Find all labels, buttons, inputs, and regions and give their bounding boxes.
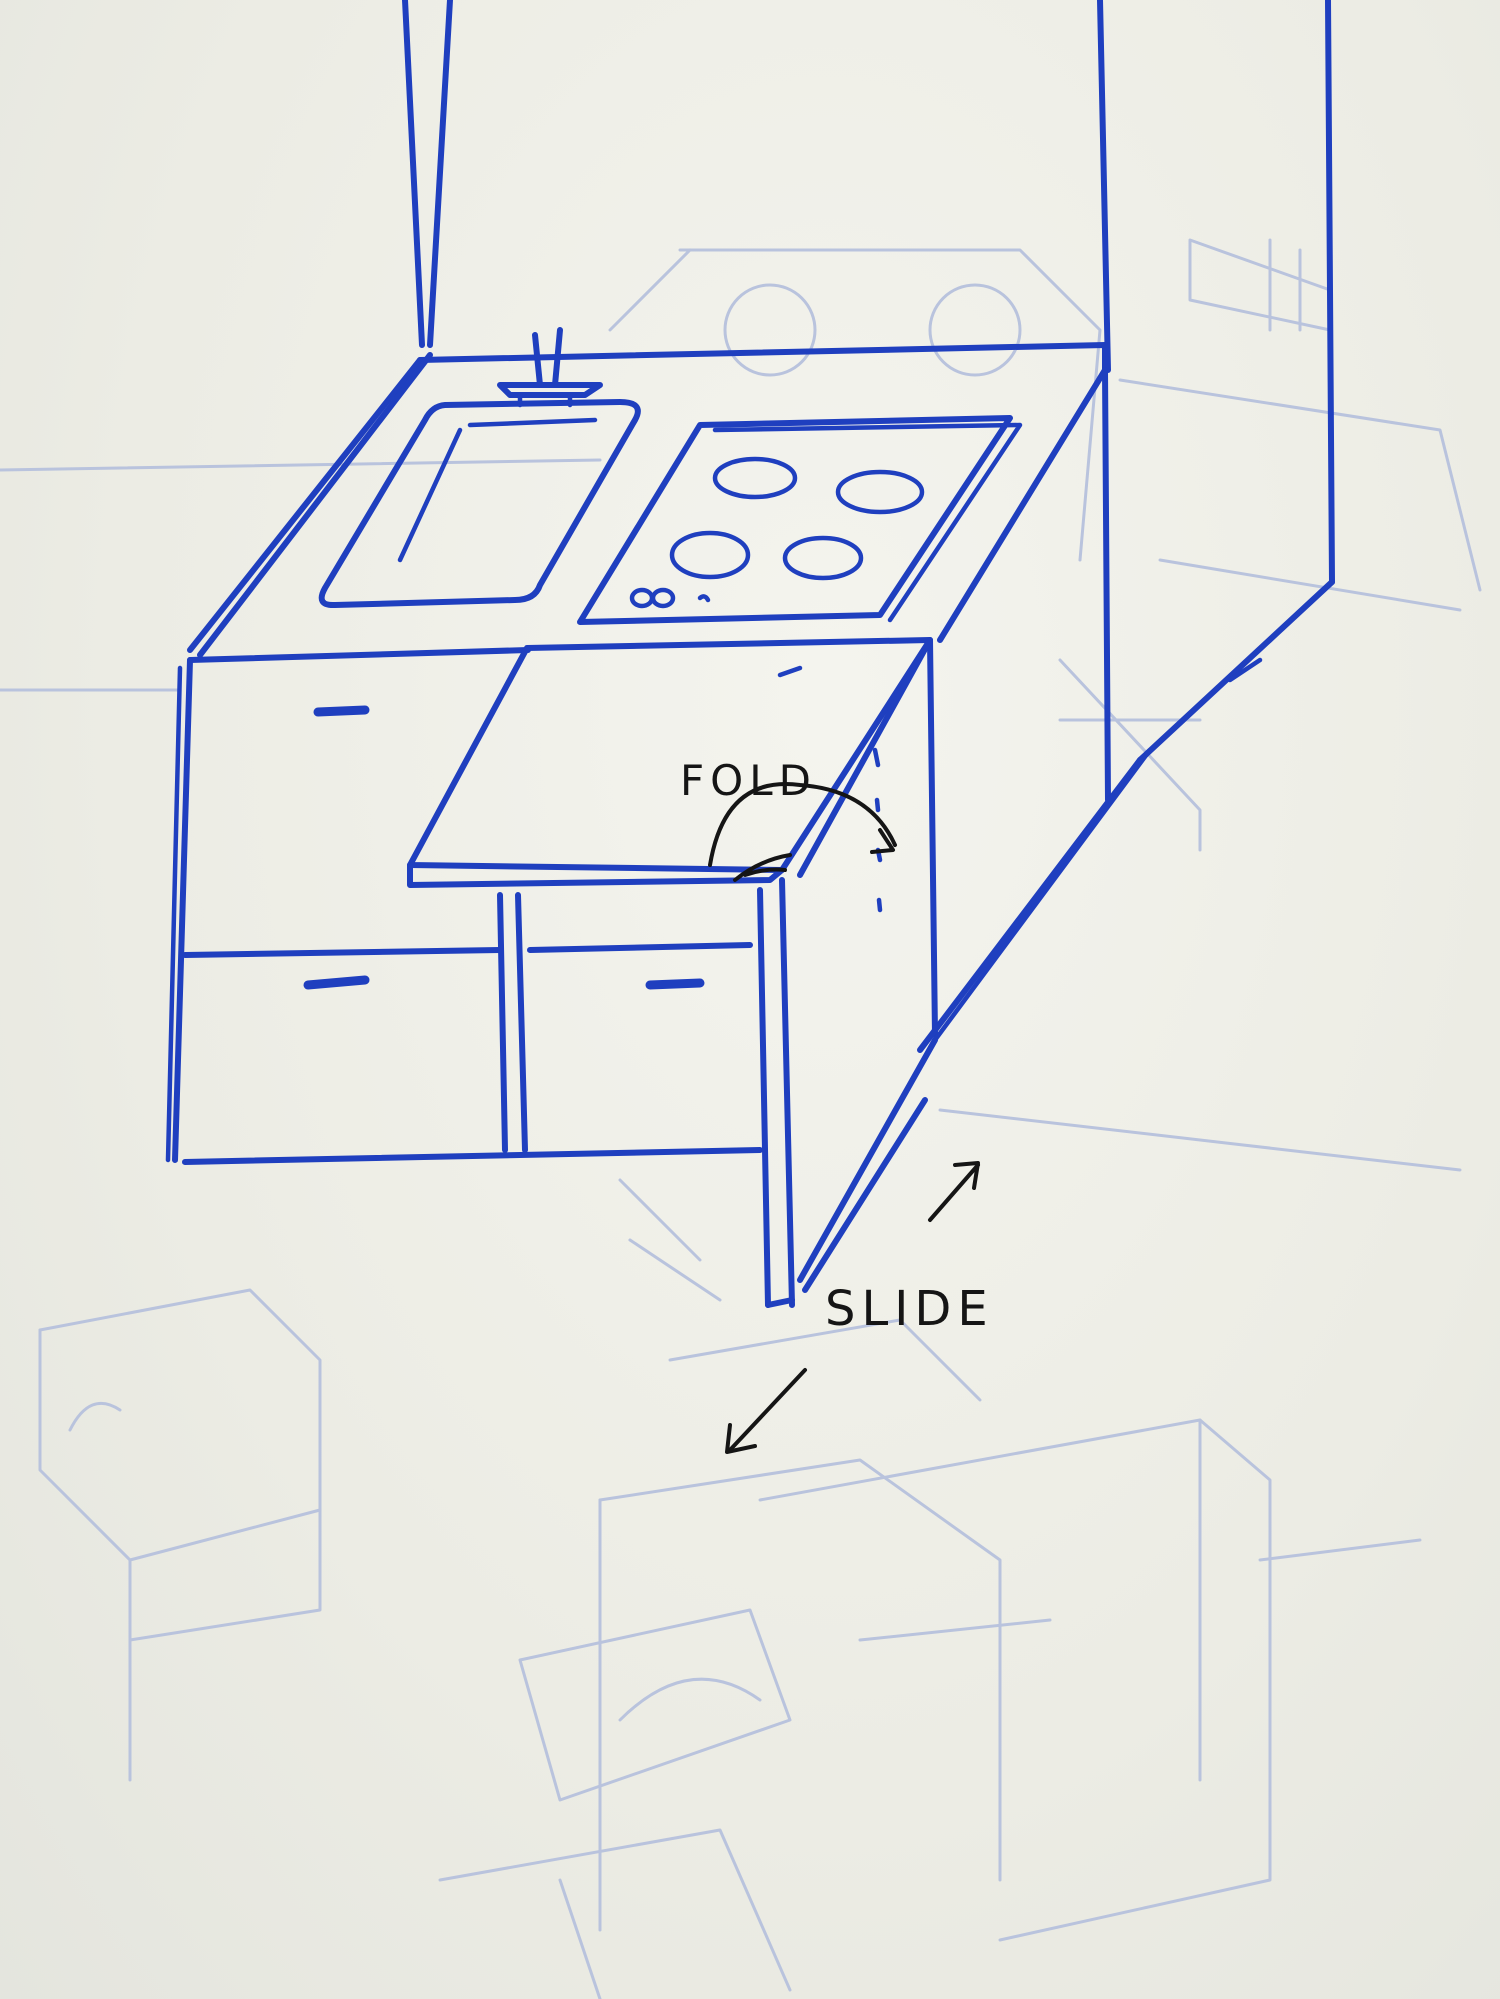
drawer-handle-top — [318, 710, 365, 712]
burner-4 — [785, 538, 861, 578]
drawer-divider — [185, 950, 500, 955]
hanging-line-far-right — [1328, 0, 1332, 582]
burner-1 — [715, 459, 795, 497]
ghost-sketches — [0, 240, 1480, 1999]
slide-panel-bottom-edge — [800, 1040, 935, 1280]
knob-1 — [632, 590, 652, 606]
hanging-line-left-b — [430, 0, 450, 345]
slide-panel-back-edge — [930, 640, 935, 1035]
burner-2 — [838, 472, 922, 512]
drawer-handle-left — [308, 980, 365, 985]
annotation-arrows — [710, 784, 978, 1452]
hanging-line-left-a — [405, 0, 422, 345]
cabinet-base — [185, 1150, 760, 1162]
right-bottom-diagonal — [920, 760, 1140, 1050]
slide-up-arrow-icon — [930, 1165, 978, 1220]
right-wall-edge — [1105, 370, 1108, 800]
slide-label: SLIDE — [825, 1281, 994, 1337]
cabinet-ink-drawing — [168, 0, 1332, 1305]
right-top-diagonal — [1140, 582, 1332, 760]
fold-label: FOLD — [680, 756, 817, 805]
burner-3 — [672, 533, 748, 577]
slide-down-arrow-icon — [730, 1370, 805, 1450]
hanging-line-right — [1100, 0, 1108, 370]
knob-2 — [653, 590, 673, 606]
fold-flap-top — [410, 640, 930, 870]
countertop-front-edge — [190, 650, 528, 660]
slide-panel-front-edge — [782, 880, 792, 1305]
drawer-handle-right — [650, 983, 700, 985]
